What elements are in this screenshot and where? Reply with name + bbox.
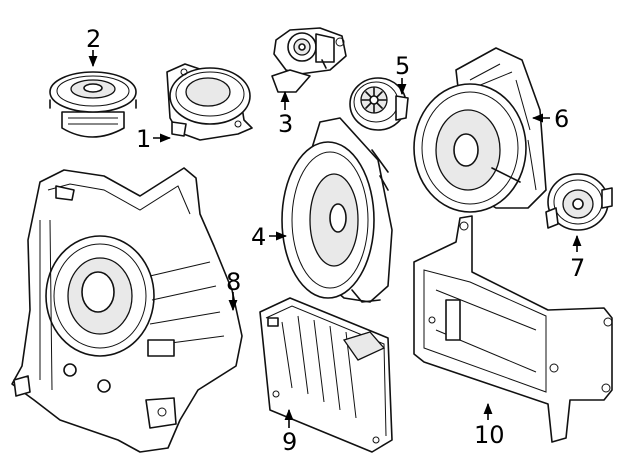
part-8-enclosure-drawing bbox=[11, 167, 243, 453]
part-5-tweeter-drawing bbox=[349, 77, 409, 131]
part-2-speaker-drawing bbox=[49, 71, 137, 138]
part-6-speaker-drawing bbox=[413, 47, 547, 213]
callout-numbers: 2 1 3 5 6 4 7 8 9 10 bbox=[86, 25, 585, 456]
callout-7: 7 bbox=[570, 254, 585, 282]
callout-2: 2 bbox=[86, 25, 101, 53]
callout-9: 9 bbox=[282, 428, 297, 456]
part-1-tweeter-drawing bbox=[166, 63, 253, 141]
leader-lines bbox=[88, 50, 582, 428]
callout-3: 3 bbox=[278, 110, 293, 138]
part-7-speaker-drawing bbox=[545, 173, 613, 231]
callout-5: 5 bbox=[395, 52, 410, 80]
callout-4: 4 bbox=[251, 223, 266, 251]
callout-6: 6 bbox=[554, 105, 569, 133]
part-9-amplifier-drawing bbox=[259, 297, 393, 453]
part-4-speaker-drawing bbox=[281, 117, 393, 303]
callout-1: 1 bbox=[136, 125, 151, 153]
callout-10: 10 bbox=[474, 421, 505, 449]
part-10-bracket-drawing bbox=[413, 215, 613, 443]
callout-8: 8 bbox=[226, 268, 241, 296]
part-3-bracket-drawing bbox=[271, 27, 347, 93]
